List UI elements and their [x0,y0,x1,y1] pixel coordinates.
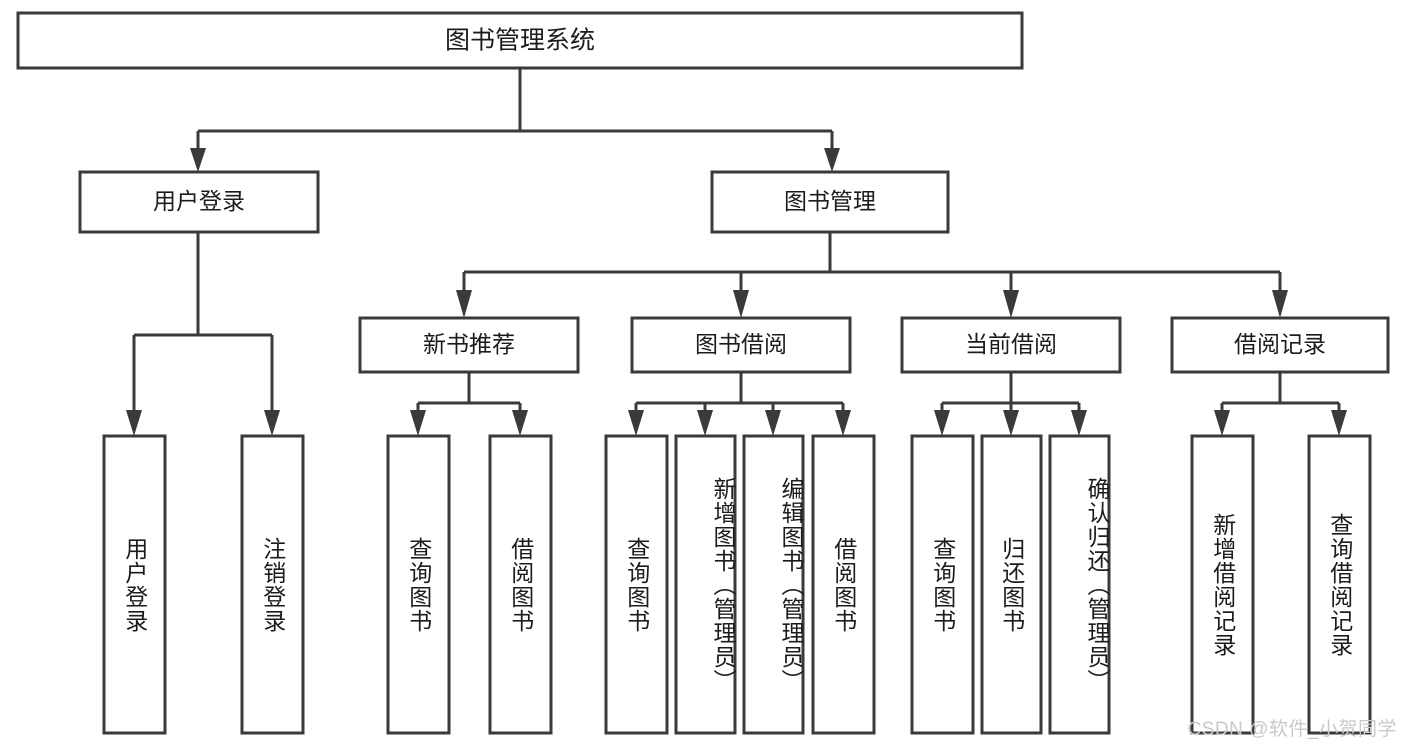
node-title-system-box[interactable] [16,11,1024,70]
node-book-management-label: 图书管理 [784,188,876,214]
node-current-borrow-box[interactable] [900,316,1122,374]
node-user-login[interactable]: 用户登录 [78,170,320,234]
arrow-head-borrow-record [1272,290,1288,318]
node-book-borrow[interactable]: 图书借阅 [630,316,852,374]
node-layer: 图书管理系统 用户登录 图书管理 新书推荐 图书借阅 当前 [16,11,1390,735]
node-book-borrow-box[interactable] [630,316,852,374]
node-title-system-label: 图书管理系统 [445,27,595,55]
arrow-head-leaf-query-book-3 [934,410,950,436]
node-leaf-borrow-book-2-box[interactable] [811,434,876,735]
node-book-management[interactable]: 图书管理 [710,170,950,234]
arrow-head-leaf-query-book-2 [628,410,644,436]
arrow-head-book-management [824,148,840,172]
watermark-text: CSDN @软件_小贺同学 [1187,719,1397,740]
arrow-head-leaf-logout-login [264,410,280,436]
node-new-book-recommend-label: 新书推荐 [423,331,515,357]
node-leaf-confirm-return-box[interactable] [1048,434,1111,735]
arrow-head-leaf-edit-book [765,410,781,436]
node-new-book-recommend-box[interactable] [358,316,580,374]
arrow-head-leaf-add-book [697,410,713,436]
node-leaf-borrow-book-1-box[interactable] [488,434,553,735]
node-leaf-logout-login-box[interactable] [240,434,305,735]
node-borrow-record-box[interactable] [1170,316,1390,374]
node-borrow-record-label: 借阅记录 [1234,331,1326,357]
arrow-head-leaf-query-record [1331,410,1347,436]
node-user-login-label: 用户登录 [153,188,245,214]
node-leaf-add-record-box[interactable] [1190,434,1255,735]
node-new-book-recommend[interactable]: 新书推荐 [358,316,580,374]
node-leaf-user-login-box[interactable] [102,434,167,735]
node-title-system[interactable]: 图书管理系统 [16,11,1024,70]
connector-layer [126,68,1347,436]
node-leaf-query-book-1-box[interactable] [386,434,451,735]
node-leaf-query-book-3-box[interactable] [910,434,975,735]
arrow-head-leaf-borrow-book-2 [835,410,851,436]
node-current-borrow-label: 当前借阅 [965,331,1057,357]
arrow-head-leaf-query-book-1 [410,410,426,436]
arrow-head-leaf-confirm-return [1071,410,1087,436]
node-leaf-query-record-box[interactable] [1307,434,1372,735]
node-current-borrow[interactable]: 当前借阅 [900,316,1122,374]
arrow-head-leaf-return-book [1003,410,1019,436]
arrow-head-user-login [190,148,206,172]
node-leaf-return-book-box[interactable] [980,434,1043,735]
node-borrow-record[interactable]: 借阅记录 [1170,316,1390,374]
arrow-head-leaf-add-record [1214,410,1230,436]
node-book-borrow-label: 图书借阅 [695,331,787,357]
node-leaf-edit-book-box[interactable] [742,434,805,735]
node-user-login-box[interactable] [78,170,320,234]
arrow-head-leaf-borrow-book-1 [512,410,528,436]
node-leaf-query-book-2-box[interactable] [604,434,669,735]
arrow-head-book-borrow [733,290,749,318]
arrow-head-new-book-recommend [456,290,472,318]
node-leaf-add-book-box[interactable] [674,434,737,735]
arrow-head-current-borrow [1003,290,1019,318]
arrow-head-leaf-user-login [126,410,142,436]
node-book-management-box[interactable] [710,170,950,234]
